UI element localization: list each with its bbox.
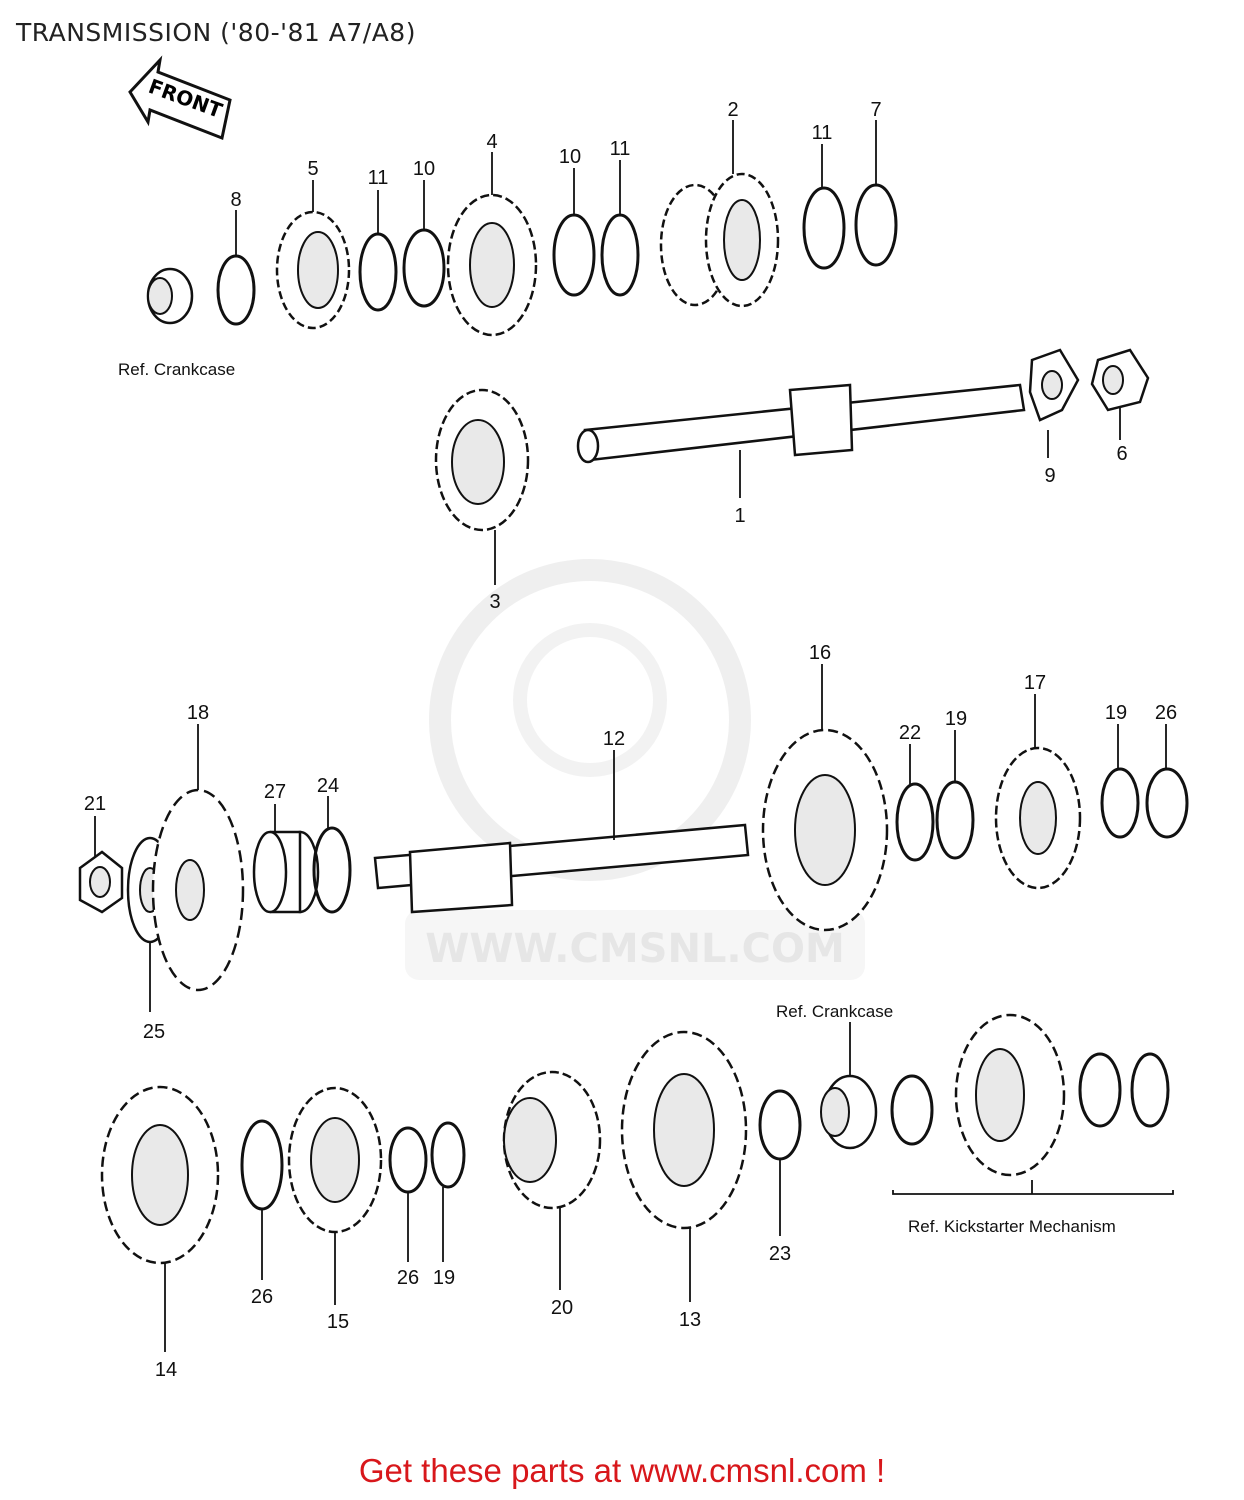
ref-crankcase-top: Ref. Crankcase — [118, 360, 235, 379]
callout-2: 2 — [727, 99, 738, 121]
gear-14 — [100, 1085, 220, 1265]
callout-22: 22 — [899, 722, 921, 744]
callout-11a: 11 — [368, 167, 389, 189]
callout-12: 12 — [603, 728, 625, 750]
leader-lines — [94, 120, 1167, 1352]
kick-washer-b — [1078, 1052, 1122, 1128]
gear-3 — [434, 388, 530, 532]
callout-14: 14 — [155, 1359, 177, 1381]
lock-washer-9 — [1028, 348, 1080, 422]
watermark-text: WWW.CMSNL.COM — [425, 926, 845, 972]
washer-22 — [895, 782, 935, 862]
callout-7: 7 — [870, 99, 881, 121]
circlip-11b — [600, 213, 640, 297]
callout-20: 20 — [551, 1297, 573, 1319]
callout-26a: 26 — [1155, 702, 1177, 724]
circlip-19a — [935, 780, 975, 860]
callout-10a: 10 — [413, 158, 435, 180]
gear-2 — [659, 172, 780, 308]
callout-16: 16 — [809, 642, 831, 664]
callout-23: 23 — [769, 1243, 791, 1265]
ref-kickstarter: Ref. Kickstarter Mechanism — [908, 1217, 1116, 1236]
washer-24 — [312, 826, 352, 914]
callout-19a: 19 — [945, 708, 967, 730]
callout-26b: 26 — [251, 1286, 273, 1308]
callout-1: 1 — [734, 505, 745, 527]
gear-13 — [620, 1030, 748, 1230]
gear-20 — [502, 1070, 602, 1210]
callout-18: 18 — [187, 702, 209, 724]
callout-8: 8 — [230, 189, 241, 211]
washer-10b — [552, 213, 596, 297]
callout-3: 3 — [489, 591, 500, 613]
circlip-11c — [802, 186, 846, 270]
ref-crankcase-bottom: Ref. Crankcase — [776, 1002, 893, 1021]
callout-17: 17 — [1024, 672, 1046, 694]
gear-5 — [275, 210, 351, 330]
gear-4 — [446, 193, 538, 337]
gear-16 — [761, 728, 889, 932]
front-arrow-icon: FRONT — [128, 55, 232, 141]
callout-11c: 11 — [812, 122, 833, 144]
collar-27 — [252, 830, 320, 914]
sprocket-18 — [151, 788, 245, 992]
callout-19b: 19 — [1105, 702, 1127, 724]
gear-17 — [994, 746, 1082, 890]
circlip-19b — [1100, 767, 1140, 839]
nut-6 — [1090, 348, 1150, 412]
input-shaft-1 — [576, 383, 1026, 464]
page-title: TRANSMISSION ('80-'81 A7/A8) — [16, 18, 416, 47]
callout-5: 5 — [307, 158, 318, 180]
callout-25: 25 — [143, 1021, 165, 1043]
callout-27: 27 — [264, 781, 286, 803]
callout-6: 6 — [1116, 443, 1127, 465]
kickstarter-bracket — [892, 1190, 1174, 1195]
washer-7 — [854, 183, 898, 267]
kick-gear — [954, 1013, 1066, 1177]
callout-24: 24 — [317, 775, 339, 797]
callout-21: 21 — [84, 793, 106, 815]
kick-washer-a — [890, 1074, 934, 1146]
circlip-11a — [358, 232, 398, 312]
gear-15 — [287, 1086, 383, 1234]
nut-21 — [78, 850, 124, 914]
washer-23 — [758, 1089, 802, 1161]
washer-26a — [1145, 767, 1189, 839]
callout-numbers: 1 2 3 4 5 6 7 8 9 10 10 11 11 11 11 12 1… — [84, 99, 1177, 1381]
washer-26c — [388, 1126, 428, 1194]
callout-10b: 10 — [559, 146, 581, 168]
callout-11b: 11 — [610, 138, 631, 160]
circlip-19c — [430, 1121, 466, 1189]
needle-bearing-bottom — [820, 1074, 878, 1150]
washer-26b — [240, 1119, 284, 1211]
callout-9: 9 — [1044, 465, 1055, 487]
callout-13: 13 — [679, 1309, 701, 1331]
callout-26c: 26 — [397, 1267, 419, 1289]
callout-4: 4 — [486, 131, 497, 153]
washer-10a — [402, 228, 446, 308]
callout-19c: 19 — [433, 1267, 455, 1289]
kick-circlip — [1130, 1052, 1170, 1128]
washer-8 — [216, 254, 256, 326]
needle-bearing-top — [146, 267, 194, 325]
output-shaft-12 — [373, 823, 750, 914]
callout-15: 15 — [327, 1311, 349, 1333]
footer-link[interactable]: Get these parts at www.cmsnl.com ! — [358, 1452, 886, 1489]
